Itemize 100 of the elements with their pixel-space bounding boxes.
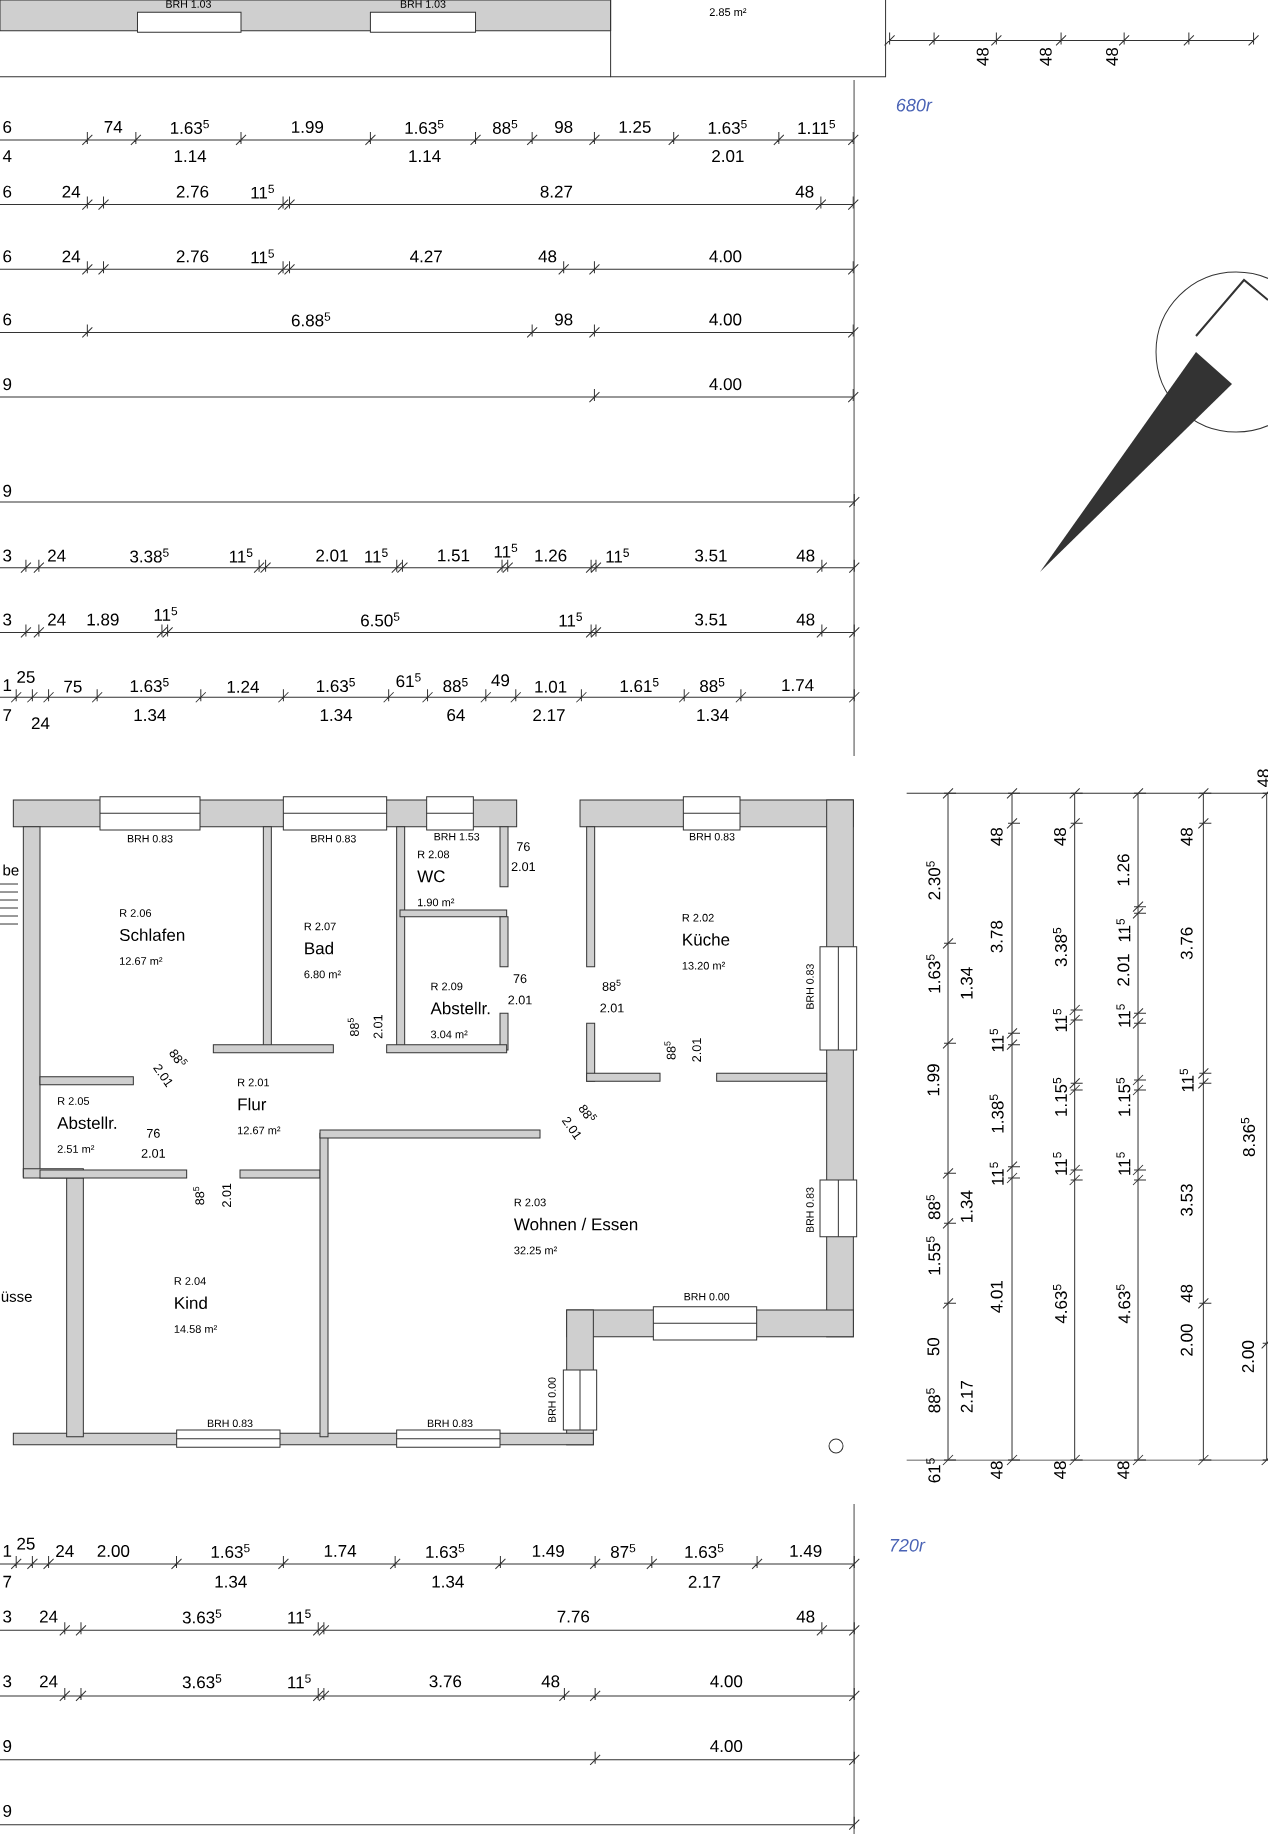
dimension-value: 1.01 — [535, 680, 567, 693]
dimension-value: 24 — [62, 250, 81, 263]
dimension-value: 3.63$^{5}$ — [182, 1674, 222, 1689]
dimension-value: 6 — [3, 250, 12, 263]
dimension-value: 9 — [3, 1804, 12, 1817]
dimension-value: 1.34 — [320, 709, 353, 722]
dimension-value: 4 — [2, 150, 12, 162]
dimension-value: 88$^{5}$ — [926, 1388, 941, 1413]
dimension-value: 48 — [795, 185, 814, 198]
dimension-value: 88$^{5}$ — [443, 678, 468, 693]
dimension-value: 50 — [927, 1337, 940, 1356]
dimension-value: 1.99 — [927, 1064, 940, 1096]
dimension-value: 2.76 — [176, 250, 209, 263]
dimension-value: 4.63$^{5}$ — [1053, 1284, 1067, 1324]
dimension-value: 2.17 — [688, 1575, 721, 1588]
dimension-value: 3.38$^{5}$ — [1053, 927, 1067, 967]
dimension-value: 7.76 — [557, 1610, 590, 1623]
dimension-value: 1.74 — [782, 679, 814, 691]
dimension-value: 24 — [39, 1610, 58, 1623]
dimension-value: 3.76 — [1180, 927, 1193, 960]
dimension-value: 4.00 — [709, 378, 742, 391]
dimension-value: 11$^{5}$ — [251, 249, 274, 264]
dimension-value: 48 — [1039, 47, 1052, 66]
dimension-value: 1.89 — [87, 613, 119, 626]
dimension-value: 6 — [3, 313, 12, 326]
dimension-value: 4.00 — [709, 250, 742, 263]
dimension-value: 48 — [976, 47, 989, 66]
dimension-value: 3.76 — [429, 1675, 462, 1688]
dimension-value: 24 — [48, 549, 66, 562]
dimension-value: 1 — [3, 679, 12, 691]
dimension-value: 11$^{5}$ — [559, 612, 582, 627]
dimension-value: 48 — [1180, 827, 1193, 846]
dimension-value: 48 — [990, 827, 1003, 846]
dimension-value: 8.27 — [540, 185, 573, 198]
dimension-value: 1.63$^{5}$ — [130, 678, 169, 693]
dimension-value: 3.51 — [695, 549, 727, 562]
dimension-value: 48 — [796, 1610, 815, 1623]
dimension-value: 87$^{5}$ — [611, 1543, 636, 1558]
dimension-value: 48 — [1180, 1284, 1193, 1303]
dimension-value: 3.78 — [990, 920, 1003, 953]
dimension-value: 11$^{5}$ — [1116, 1004, 1131, 1027]
dimension-value: 1.63$^{5}$ — [926, 954, 941, 993]
handwritten-note: 680r — [896, 98, 933, 112]
dimension-value: 1.15$^{5}$ — [1116, 1077, 1131, 1116]
dimension-value: 1.34 — [215, 1575, 247, 1588]
dimension-value: 24 — [48, 613, 66, 626]
dimension-value: 1.49 — [532, 1544, 564, 1557]
dimension-value: 1.63$^{5}$ — [426, 1543, 465, 1558]
dimension-value: 24 — [62, 185, 81, 198]
dimension-value: 4.00 — [710, 1675, 743, 1688]
dimension-value: 6.88$^{5}$ — [291, 312, 331, 327]
dimension-value: 1.63$^{5}$ — [685, 1543, 724, 1558]
dimension-value: 2.01 — [712, 150, 744, 163]
dimension-value: 48 — [1054, 1461, 1067, 1480]
dimension-value: 1.55$^{5}$ — [926, 1236, 941, 1275]
dimension-value: 11$^{5}$ — [989, 1162, 1004, 1185]
dimension-value: 1.63$^{5}$ — [317, 678, 355, 693]
dimension-value: 1 — [3, 1545, 12, 1557]
dimension-value: 1.61$^{5}$ — [620, 678, 659, 693]
dimension-value: 1.34 — [960, 967, 973, 999]
dimension-value: 2.76 — [176, 185, 209, 198]
dimension-value: 1.14 — [409, 150, 441, 162]
dimension-value: 48 — [538, 250, 557, 263]
dimension-value: 48 — [541, 1675, 560, 1688]
dimension-value: 11$^{5}$ — [288, 1609, 311, 1624]
dimension-value: 11$^{5}$ — [365, 548, 388, 563]
dimension-value: 4.63$^{5}$ — [1116, 1284, 1131, 1324]
dimension-value: 11$^{5}$ — [288, 1674, 311, 1689]
dimension-value: 4.00 — [710, 1740, 743, 1753]
dimension-value: 3.51 — [695, 613, 727, 626]
dimension-value: 11$^{5}$ — [1053, 1008, 1067, 1032]
dimension-value: 7 — [3, 1575, 12, 1588]
dimension-value: 3.53 — [1180, 1184, 1193, 1216]
dimension-value: 11$^{5}$ — [1179, 1068, 1194, 1092]
dimension-value: 9 — [3, 1740, 12, 1753]
dimension-value: 98 — [555, 313, 573, 326]
dimension-value: 11$^{5}$ — [229, 548, 253, 563]
dimension-value: 11$^{5}$ — [1116, 1152, 1131, 1175]
dimension-value: 98 — [555, 120, 573, 133]
dimension-value: 1.63$^{5}$ — [171, 120, 209, 134]
dimension-value: 1.24 — [227, 680, 259, 693]
dimension-value: 7 — [3, 709, 12, 721]
dimension-value: 4.27 — [410, 250, 442, 263]
dimension-value: 3.38$^{5}$ — [130, 548, 169, 563]
dimension-value: 48 — [796, 549, 815, 562]
dimension-value: 48 — [1117, 1461, 1130, 1480]
dimension-value: 48 — [990, 1461, 1003, 1480]
dimension-value: 2.30$^{5}$ — [926, 861, 941, 900]
dimension-value: 74 — [104, 121, 123, 133]
dimension-value: 2.00 — [1180, 1324, 1193, 1356]
dimension-value: 24 — [31, 717, 50, 730]
dimension-value: 2.17 — [960, 1381, 973, 1413]
dimension-value: 25 — [17, 671, 35, 683]
dimension-value: 2.01 — [316, 549, 348, 562]
dimension-value: 48 — [796, 613, 815, 626]
dimension-value: 88$^{5}$ — [492, 120, 518, 134]
dimension-value: 1.63$^{5}$ — [211, 1543, 250, 1558]
dimension-value: 61$^{5}$ — [926, 1458, 941, 1483]
dimension-value: 25 — [17, 1537, 35, 1550]
dimension-value: 11$^{5}$ — [989, 1028, 1004, 1052]
